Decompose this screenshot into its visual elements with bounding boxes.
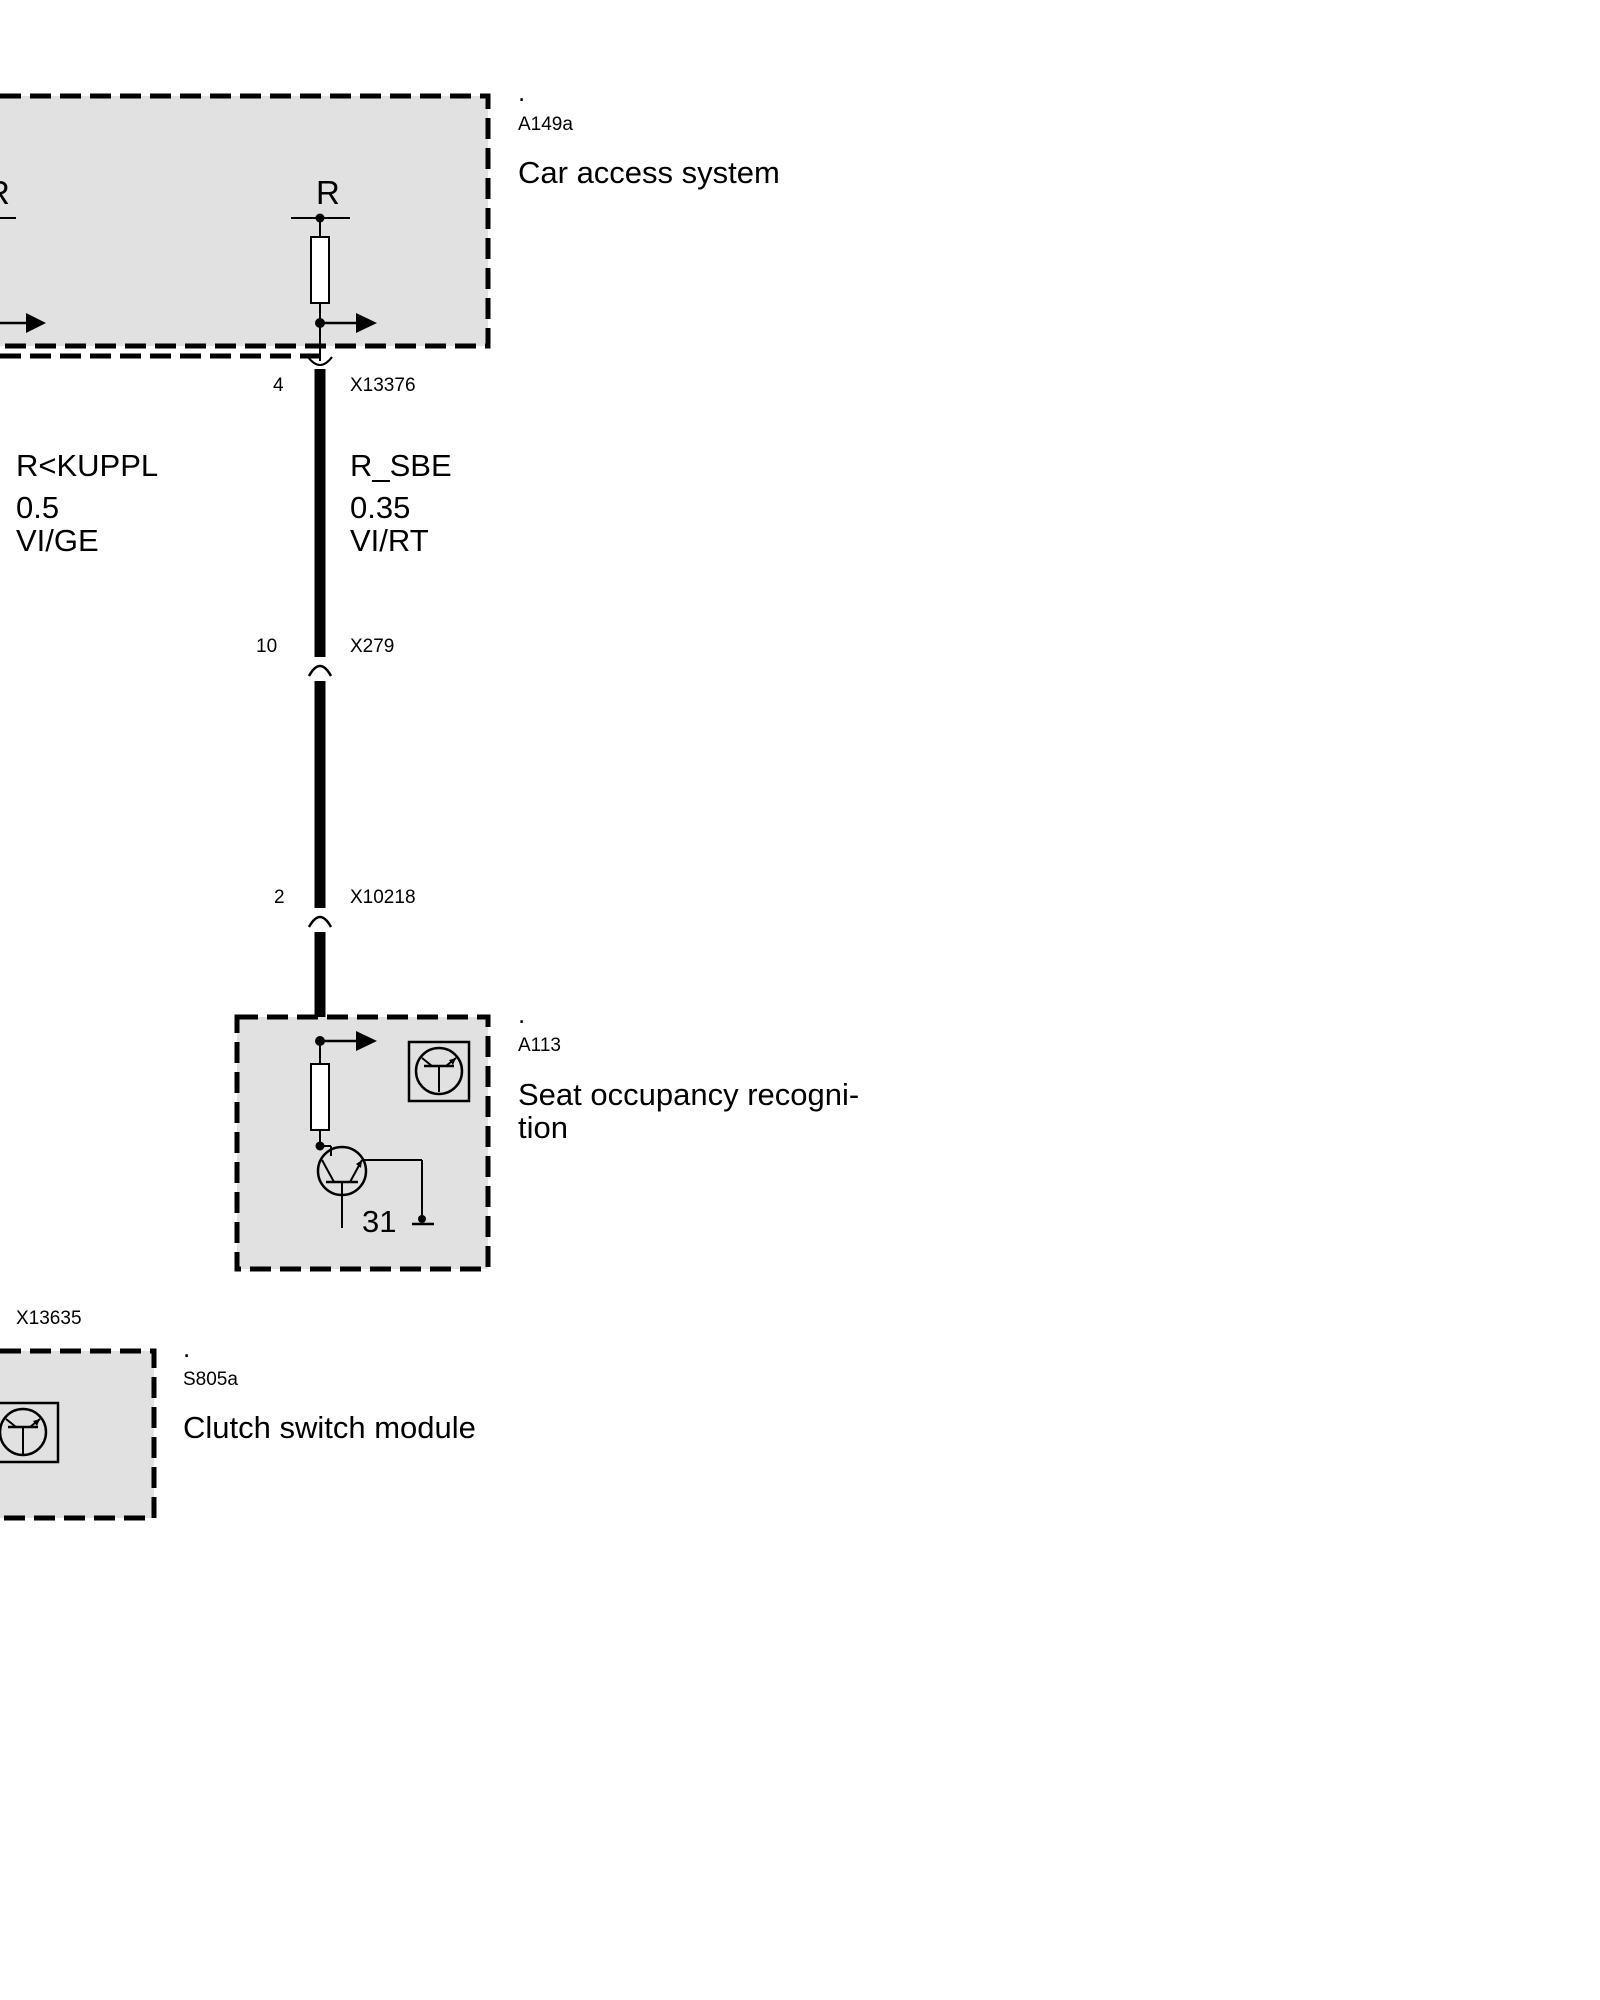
svg-text:VI/RT: VI/RT	[350, 523, 429, 558]
wire-r-sbe[interactable]	[307, 356, 333, 1017]
svg-text:X279: X279	[350, 636, 394, 657]
electronic-module-icon	[407, 1040, 471, 1103]
clutch-switch-label: . S805a Clutch switch module	[183, 1333, 476, 1445]
transistor-icon	[316, 1145, 434, 1228]
svg-text:R: R	[316, 174, 340, 211]
svg-text:Clutch switch module: Clutch switch module	[183, 1410, 476, 1445]
svg-text:31: 31	[362, 1204, 396, 1239]
svg-text:Car access system: Car access system	[518, 155, 780, 190]
svg-text:2: 2	[274, 887, 285, 908]
seat-occupancy-label: . A113 Seat occupancy recogni- tion	[518, 999, 859, 1145]
connector-x13376: 4 X13376	[273, 375, 416, 396]
svg-text:R<KUPPL: R<KUPPL	[16, 448, 158, 483]
car-access-left-pin: R	[0, 174, 46, 333]
resistor-icon	[310, 1063, 330, 1131]
car-access-system-module[interactable]	[0, 93, 491, 359]
svg-text:R_SBE: R_SBE	[350, 448, 452, 483]
electronic-module-icon	[0, 1401, 60, 1464]
wire-label-right: R_SBE 0.35 VI/RT	[350, 448, 452, 558]
svg-text:0.35: 0.35	[350, 490, 410, 525]
svg-text:X13376: X13376	[350, 375, 416, 396]
seat-occupancy-internals: 31	[310, 1031, 471, 1239]
svg-text:0.5: 0.5	[16, 490, 59, 525]
seat-occupancy-module[interactable]	[234, 1014, 491, 1272]
svg-text:tion: tion	[518, 1110, 568, 1145]
resistor-icon	[310, 236, 330, 304]
car-access-right-pin: R	[291, 174, 377, 361]
svg-text:A113: A113	[518, 1035, 561, 1056]
svg-text:X10218: X10218	[350, 887, 416, 908]
svg-text:R: R	[0, 174, 10, 211]
svg-text:.: .	[518, 999, 525, 1029]
clutch-switch-module[interactable]	[0, 1348, 157, 1521]
svg-text:S805a: S805a	[183, 1369, 238, 1390]
connector-x13635: X13635	[16, 1308, 82, 1329]
connector-x10218: 2 X10218	[274, 887, 416, 908]
svg-text:X13635: X13635	[16, 1308, 82, 1329]
signal-arrow-icon	[356, 313, 377, 333]
car-access-label: . A149a Car access system	[518, 77, 780, 190]
svg-text:Seat occupancy recogni-: Seat occupancy recogni-	[518, 1077, 859, 1112]
svg-text:.: .	[183, 1333, 190, 1363]
svg-text:.: .	[518, 77, 525, 107]
signal-arrow-icon	[356, 1031, 377, 1051]
svg-text:4: 4	[273, 375, 284, 396]
svg-text:10: 10	[256, 636, 277, 657]
wire-label-left: R<KUPPL 0.5 VI/GE	[16, 448, 158, 558]
svg-text:VI/GE: VI/GE	[16, 523, 99, 558]
svg-text:A149a: A149a	[518, 114, 573, 135]
connector-x279: 10 X279	[256, 636, 394, 657]
